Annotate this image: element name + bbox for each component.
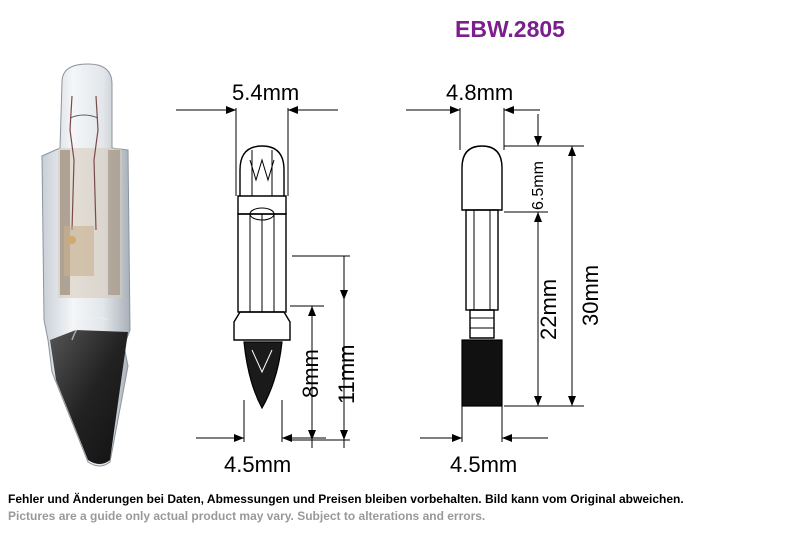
dim-bottom-left: 4.5mm [224,452,291,477]
product-code-title: EBW.2805 [455,16,565,42]
dim-top-right: 4.8mm [446,80,513,105]
dim-30mm: 30mm [578,265,603,326]
disclaimer-german: Fehler und Änderungen bei Daten, Abmessu… [8,492,684,506]
dim-bottom-right: 4.5mm [450,452,517,477]
left-drawing [176,106,350,448]
disclaimer-english: Pictures are a guide only actual product… [8,509,486,523]
dim-top-left: 5.4mm [232,80,299,105]
bulb-photo [41,63,131,467]
dim-22mm: 22mm [536,279,561,340]
right-drawing [406,106,584,442]
dim-8mm: 8mm [298,349,323,398]
dim-6-5mm: 6.5mm [530,161,547,210]
dim-11mm: 11mm [334,345,359,405]
bulb-diagram: 5.4mm 4.8mm 4.5mm 4.5mm 8mm 11mm 6.5mm 2… [41,63,603,477]
